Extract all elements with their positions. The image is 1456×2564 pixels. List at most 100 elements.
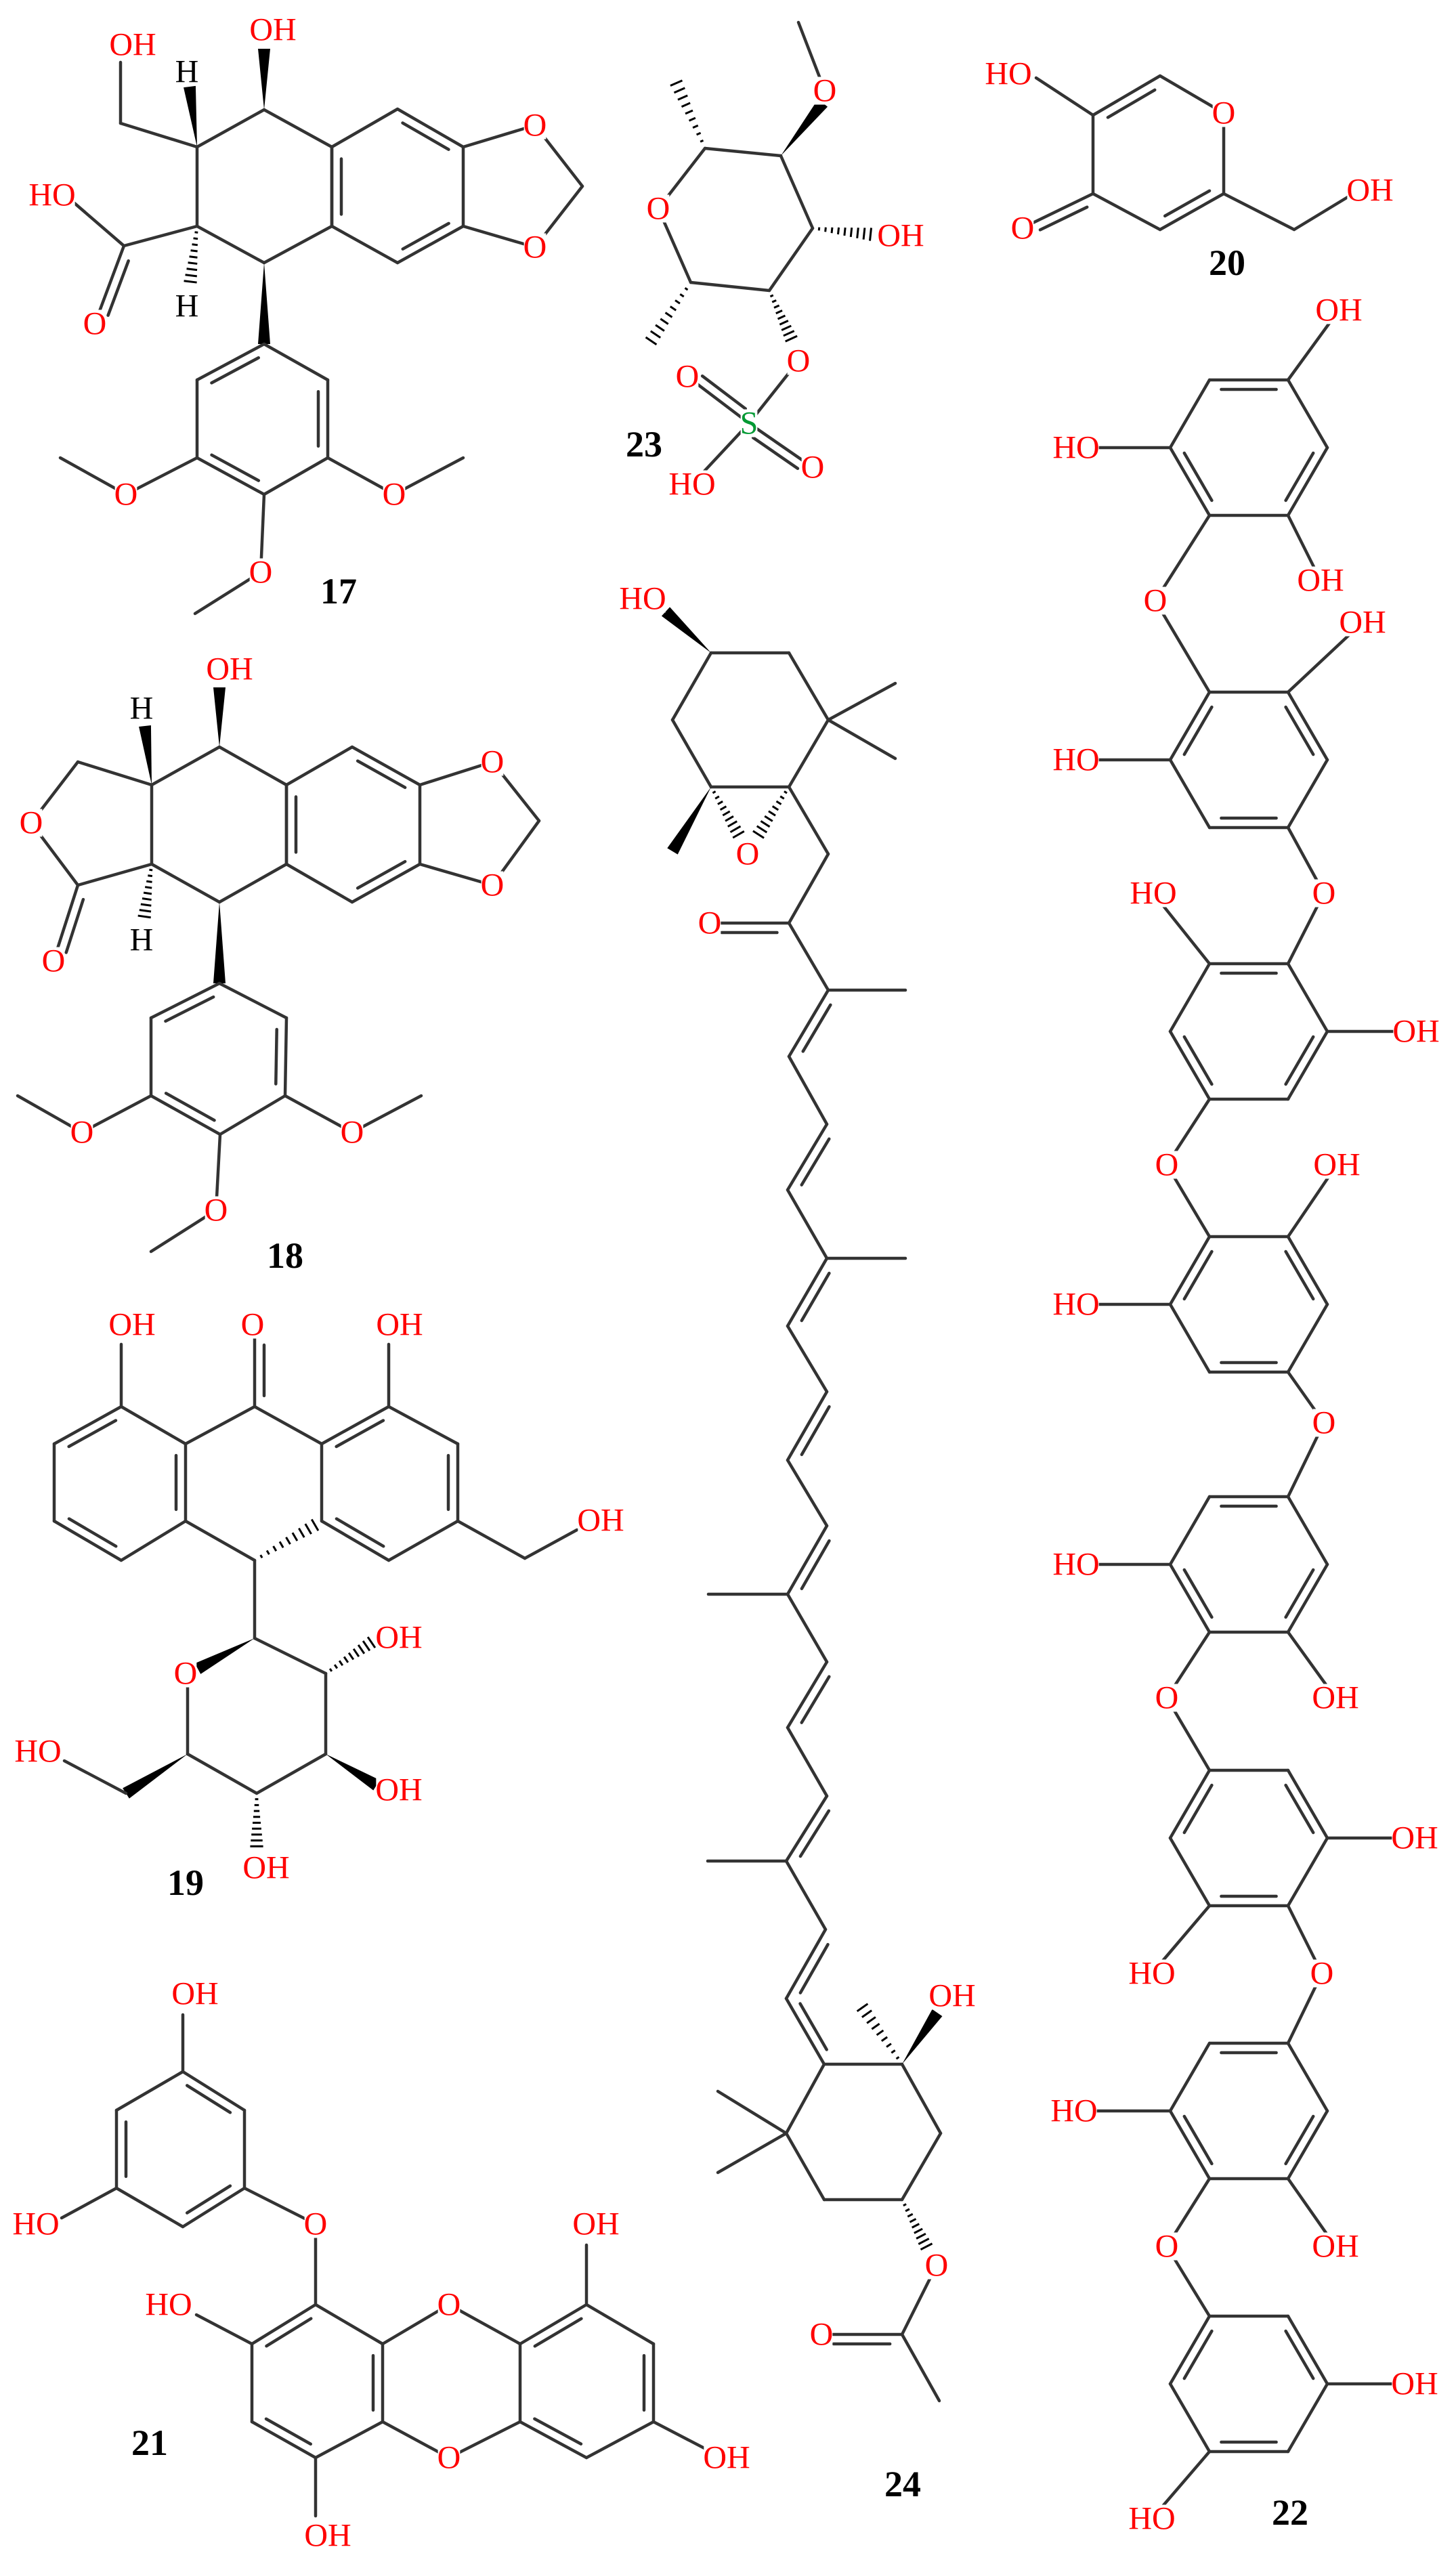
label-backing xyxy=(523,111,547,140)
wedge-bond xyxy=(139,725,152,785)
label-backing xyxy=(1053,746,1099,774)
label-backing xyxy=(83,309,106,338)
hashed-bond-line xyxy=(911,2223,920,2229)
bond xyxy=(716,2131,788,2175)
label-backing xyxy=(578,1506,624,1535)
bond xyxy=(1091,74,1162,117)
hashed-bond-line xyxy=(729,825,742,834)
hashed-bond-line xyxy=(775,309,783,315)
double-bond-line xyxy=(798,2002,828,2051)
bond xyxy=(1222,192,1296,232)
label-backing xyxy=(1053,433,1099,462)
hashed-bond-line xyxy=(146,880,152,883)
hydroxyl-label: OH xyxy=(171,1976,218,2012)
hydroxyl-label: OH xyxy=(206,651,253,687)
bond xyxy=(350,862,422,904)
double-bond-line xyxy=(210,356,261,385)
bond xyxy=(255,1752,328,1795)
label-backing xyxy=(1393,1017,1439,1046)
bond xyxy=(1168,2382,1212,2454)
hashed-bond-line xyxy=(784,790,788,794)
bond xyxy=(242,2186,318,2226)
hashed-bond-line xyxy=(357,1644,366,1654)
double-bond-line xyxy=(1182,705,1214,756)
oxygen-label: O xyxy=(174,1656,198,1692)
hashed-bond-line xyxy=(677,94,688,101)
hashed-bond-line xyxy=(366,1636,377,1648)
hashed-bond-line xyxy=(670,79,683,87)
label-backing xyxy=(813,77,836,105)
bond xyxy=(119,121,199,149)
bond xyxy=(784,1927,828,2001)
bond xyxy=(1286,690,1329,762)
double-bond-line xyxy=(64,897,85,954)
hashed-bond-line xyxy=(186,268,198,272)
hashed-bond-line xyxy=(259,1554,263,1559)
hashed-bond-line xyxy=(920,2242,933,2251)
hashed-bond-line xyxy=(343,1656,349,1663)
bond xyxy=(518,2420,588,2460)
hashed-bond-line xyxy=(143,891,152,895)
hashed-bond-line xyxy=(673,87,685,94)
wedge-bond xyxy=(661,607,711,653)
hydroxyl-label: OH xyxy=(1339,605,1386,641)
oxygen-label: O xyxy=(20,805,43,841)
hashed-bond-line xyxy=(140,903,152,907)
bond xyxy=(195,224,266,265)
bond xyxy=(787,651,830,722)
label-backing xyxy=(304,2210,327,2238)
double-bond-line xyxy=(801,1003,832,1053)
label-backing xyxy=(573,2210,619,2238)
label-backing xyxy=(1053,1550,1099,1579)
hashed-bond-line xyxy=(684,287,689,291)
bond xyxy=(900,2332,941,2403)
bond xyxy=(262,456,330,496)
bond xyxy=(314,2303,385,2346)
bond xyxy=(1286,378,1329,450)
wedge-bond xyxy=(667,787,711,855)
double-bond-line xyxy=(335,1419,385,1449)
hashed-bond-line xyxy=(688,116,696,122)
bond xyxy=(1286,1562,1329,1634)
compound-number-17: 17 xyxy=(320,571,357,612)
label-backing xyxy=(1155,1684,1178,1712)
label-backing xyxy=(341,1118,364,1147)
bonds xyxy=(52,1332,579,1847)
bond xyxy=(447,2303,522,2346)
bond xyxy=(1292,191,1356,232)
double-bond-line xyxy=(1284,451,1315,503)
bond xyxy=(1168,2109,1212,2181)
compound-number-22: 22 xyxy=(1272,2492,1308,2533)
oxygen-label: O xyxy=(114,477,138,513)
double-bond-line xyxy=(335,1517,385,1548)
double-bond-line xyxy=(533,2317,583,2348)
bond xyxy=(1158,192,1226,232)
label-backing xyxy=(669,470,715,498)
hydroxyl-label: OH xyxy=(375,1772,422,1808)
double-bond-line xyxy=(264,2417,313,2446)
wedge-bond xyxy=(326,1754,380,1791)
oxygen-label: O xyxy=(1312,876,1336,912)
double-bond-line xyxy=(401,221,450,251)
label-backing xyxy=(1312,2232,1358,2261)
oxygen-label: O xyxy=(736,836,760,872)
bond xyxy=(1168,1235,1212,1306)
bond xyxy=(1286,446,1329,517)
bond xyxy=(786,1726,829,1798)
label-backing xyxy=(1314,1151,1360,1179)
bond xyxy=(784,1794,829,1863)
label-backing xyxy=(1212,99,1235,127)
double-bond-line xyxy=(67,1517,118,1548)
oxygen-label: O xyxy=(205,1193,228,1228)
double-bond-line xyxy=(401,121,450,151)
label-backing xyxy=(1155,2232,1178,2261)
bond xyxy=(1091,192,1162,232)
bond xyxy=(584,2420,656,2460)
bond xyxy=(253,1636,328,1675)
hydroxyl-label: HO xyxy=(1052,1287,1099,1323)
